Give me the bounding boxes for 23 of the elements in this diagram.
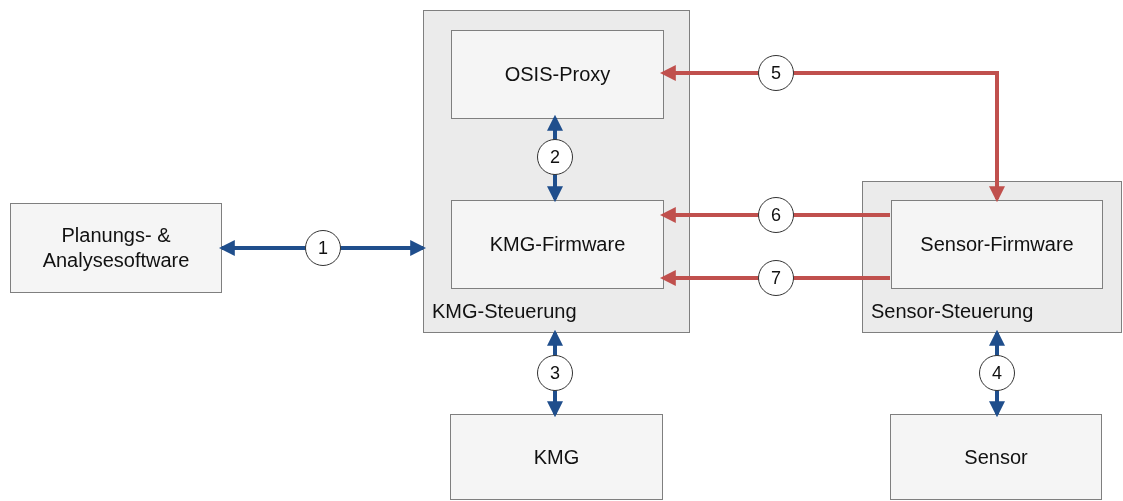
edge-label: 5 <box>758 55 794 91</box>
box-label: KMG-Firmware <box>488 232 627 257</box>
process-box <box>890 414 1102 500</box>
edge-label: 3 <box>537 355 573 391</box>
group-label: Sensor-Steuerung <box>871 299 1034 324</box>
box-label: OSIS-Proxy <box>503 62 612 87</box>
connector-arrow <box>659 65 1005 203</box>
box-label: Sensor-Firmware <box>919 232 1075 257</box>
group-box <box>423 10 690 333</box>
process-box <box>10 203 222 293</box>
group-box <box>862 181 1122 333</box>
box-label: KMG <box>532 444 581 470</box>
process-box <box>450 414 663 500</box>
process-box <box>451 30 664 119</box>
edge-label: 7 <box>758 260 794 296</box>
box-label: Sensor <box>963 444 1029 470</box>
edge-label: 1 <box>305 230 341 266</box>
edge-label: 4 <box>979 355 1015 391</box>
edge-label: 6 <box>758 197 794 233</box>
box-label: Planungs- & Analysesoftware <box>41 223 191 273</box>
process-box <box>891 200 1103 289</box>
group-label: KMG-Steuerung <box>432 299 577 324</box>
process-box <box>451 200 664 289</box>
